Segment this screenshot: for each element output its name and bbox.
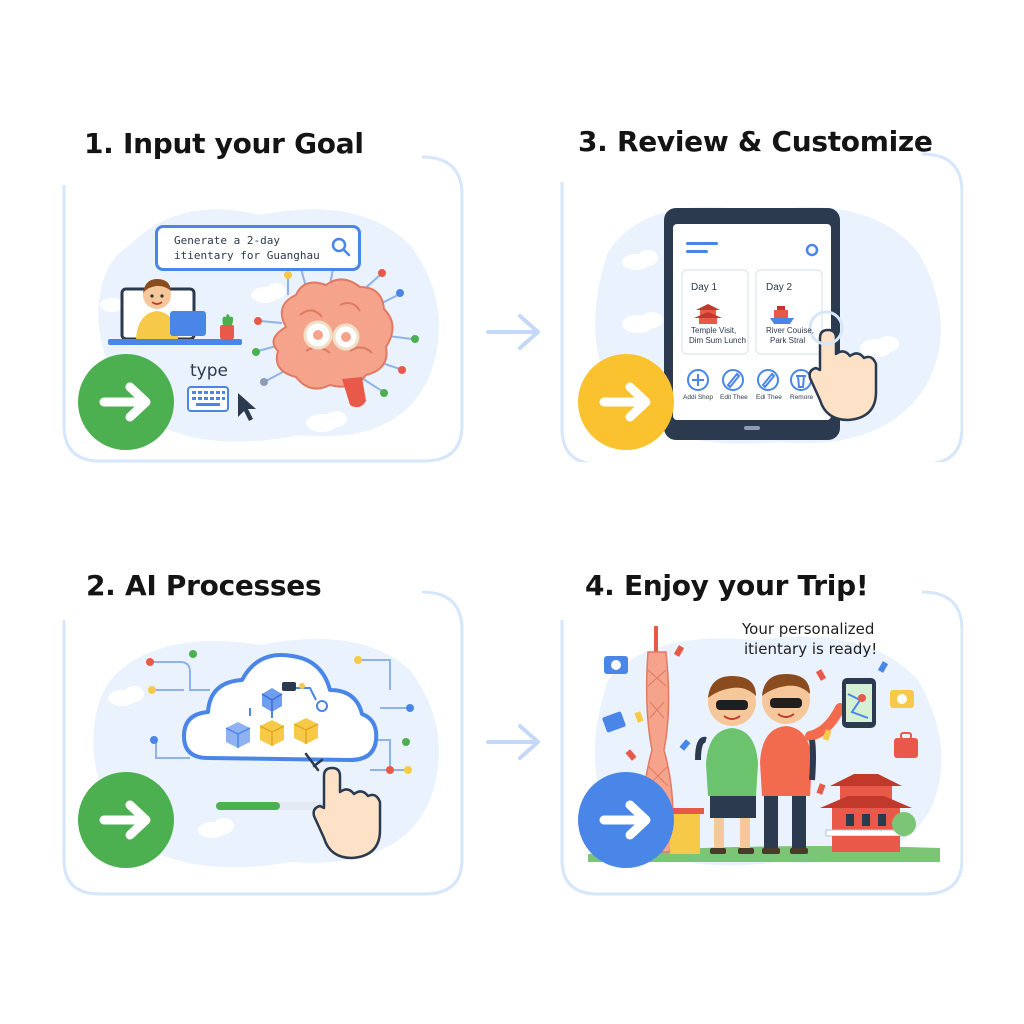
tablet-icon bbox=[664, 208, 840, 440]
suitcase-icon bbox=[894, 732, 918, 758]
boat-icon bbox=[770, 306, 794, 324]
pagoda-icon bbox=[694, 304, 722, 324]
panel-border bbox=[560, 152, 963, 462]
panel-border bbox=[560, 590, 963, 896]
traveler-left bbox=[695, 676, 758, 854]
hand-pointer-icon bbox=[808, 310, 878, 422]
step2-title: 2. AI Processes bbox=[86, 569, 322, 602]
cube-icon bbox=[225, 682, 328, 748]
step1-title: 1. Input your Goal bbox=[84, 127, 364, 160]
day1-title: Day 1 bbox=[691, 282, 718, 293]
search-text-line2: itientary for Guanghau bbox=[174, 249, 320, 262]
panel-border bbox=[62, 590, 464, 896]
progress-bar-fill bbox=[216, 802, 280, 810]
step3-panel: Day 1 Temple Visit, Dim Sum Lunch Day 2 … bbox=[558, 152, 963, 462]
type-label: type bbox=[190, 361, 228, 381]
step1-panel: Generate a 2-day itientary for Guanghau … bbox=[60, 155, 465, 465]
connector-arrow-top bbox=[486, 314, 540, 350]
action-icons bbox=[687, 369, 812, 391]
day1-line1: Temple Visit, bbox=[691, 326, 737, 335]
keyboard-icon bbox=[187, 386, 229, 412]
search-text-line1: Generate a 2-day bbox=[174, 234, 280, 247]
search-box[interactable]: Generate a 2-day itientary for Guanghau bbox=[155, 225, 361, 271]
hand-pointer-icon bbox=[304, 752, 382, 860]
action-add[interactable]: Addi Shop bbox=[683, 394, 713, 401]
traveler-right bbox=[760, 674, 845, 854]
day2-line2: Park Stral bbox=[770, 336, 806, 345]
cloud-icon bbox=[108, 686, 234, 838]
cloud-icon bbox=[622, 250, 899, 357]
panel-border bbox=[62, 155, 464, 463]
message-line1: Your personalized bbox=[742, 620, 875, 638]
arrow-right-icon bbox=[78, 772, 174, 868]
step2-panel bbox=[60, 590, 465, 900]
message-line2: itientary is ready! bbox=[744, 640, 878, 658]
arrow-right-icon bbox=[578, 354, 674, 450]
cloud-icon bbox=[100, 283, 347, 432]
step4-panel: Your personalized itientary is ready! bbox=[558, 590, 963, 900]
gear-icon bbox=[303, 320, 360, 351]
cursor-icon bbox=[238, 393, 256, 421]
arrow-right-icon bbox=[578, 772, 674, 868]
step4-title: 4. Enjoy your Trip! bbox=[585, 569, 869, 602]
day2-title: Day 2 bbox=[766, 282, 793, 293]
action-edit-2[interactable]: Edi Thee bbox=[756, 394, 782, 401]
step3-title: 3. Review & Customize bbox=[578, 125, 933, 158]
person-laptop-illustration bbox=[108, 279, 242, 345]
day2-line1: River Couise, bbox=[766, 326, 815, 335]
pagoda-icon bbox=[820, 774, 912, 852]
connector-arrow-bottom bbox=[486, 724, 540, 760]
camera-icon bbox=[604, 656, 914, 708]
arrow-right-icon bbox=[78, 354, 174, 450]
action-edit-1[interactable]: Edit Thee bbox=[720, 394, 748, 401]
map-phone-icon bbox=[842, 678, 876, 728]
action-remove[interactable]: Remore bbox=[790, 394, 814, 401]
day1-line2: Dim Sum Lunch bbox=[689, 336, 746, 345]
search-icon[interactable] bbox=[330, 236, 352, 258]
